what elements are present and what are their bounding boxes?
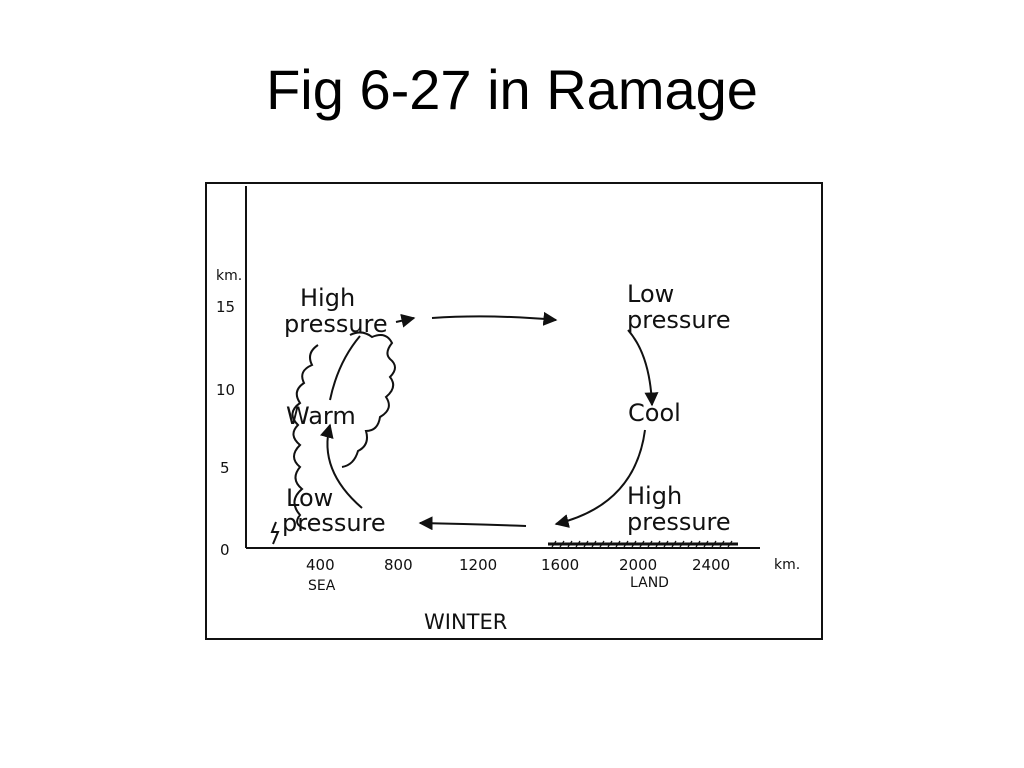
surface-flow-arrow [418,516,527,531]
x-axis-unit: km. [774,557,800,573]
low-pressure-bottom-label: pressure [282,509,386,537]
rising-flow-arrow [319,423,363,509]
slide-title: Fig 6-27 in Ramage [266,58,758,121]
x-tick-label: 2000 [619,556,657,574]
low-pressure-top-label: pressure [627,306,731,334]
sea-label: SEA [308,578,336,594]
y-tick-label: 0 [220,541,230,559]
x-tick-label: 1200 [459,556,497,574]
x-tick-label: 800 [384,556,413,574]
cloud-tower [291,331,396,530]
y-tick-label: 15 [216,298,235,316]
y-axis-unit: km. [216,268,242,284]
low-pressure-top-label: Low [627,280,674,308]
outflow-arrow [395,313,416,328]
rising-flow-arrow-upper [329,335,361,401]
upper-flow-arrow [431,311,558,326]
high-pressure-bottom-label: pressure [627,508,731,536]
x-tick-label: 400 [306,556,335,574]
cool-label: Cool [628,399,681,427]
low-pressure-bottom-label: Low [286,484,333,512]
figure-frame [205,182,823,640]
warm-label: Warm [286,402,356,430]
lightning-icon [270,521,280,545]
y-tick-label: 10 [216,381,235,399]
x-tick-label: 2400 [692,556,730,574]
x-tick-label: 1600 [541,556,579,574]
season-label: WINTER [424,610,507,634]
descending-flow-arrow [627,329,659,407]
high-pressure-top-label: pressure [284,310,388,338]
land-label: LAND [630,575,669,591]
land-surface-hatching [548,540,738,548]
high-pressure-top-label: High [300,284,355,312]
y-tick-label: 5 [220,459,230,477]
high-pressure-bottom-label: High [627,482,682,510]
descending-flow-arrow-lower [554,429,646,528]
